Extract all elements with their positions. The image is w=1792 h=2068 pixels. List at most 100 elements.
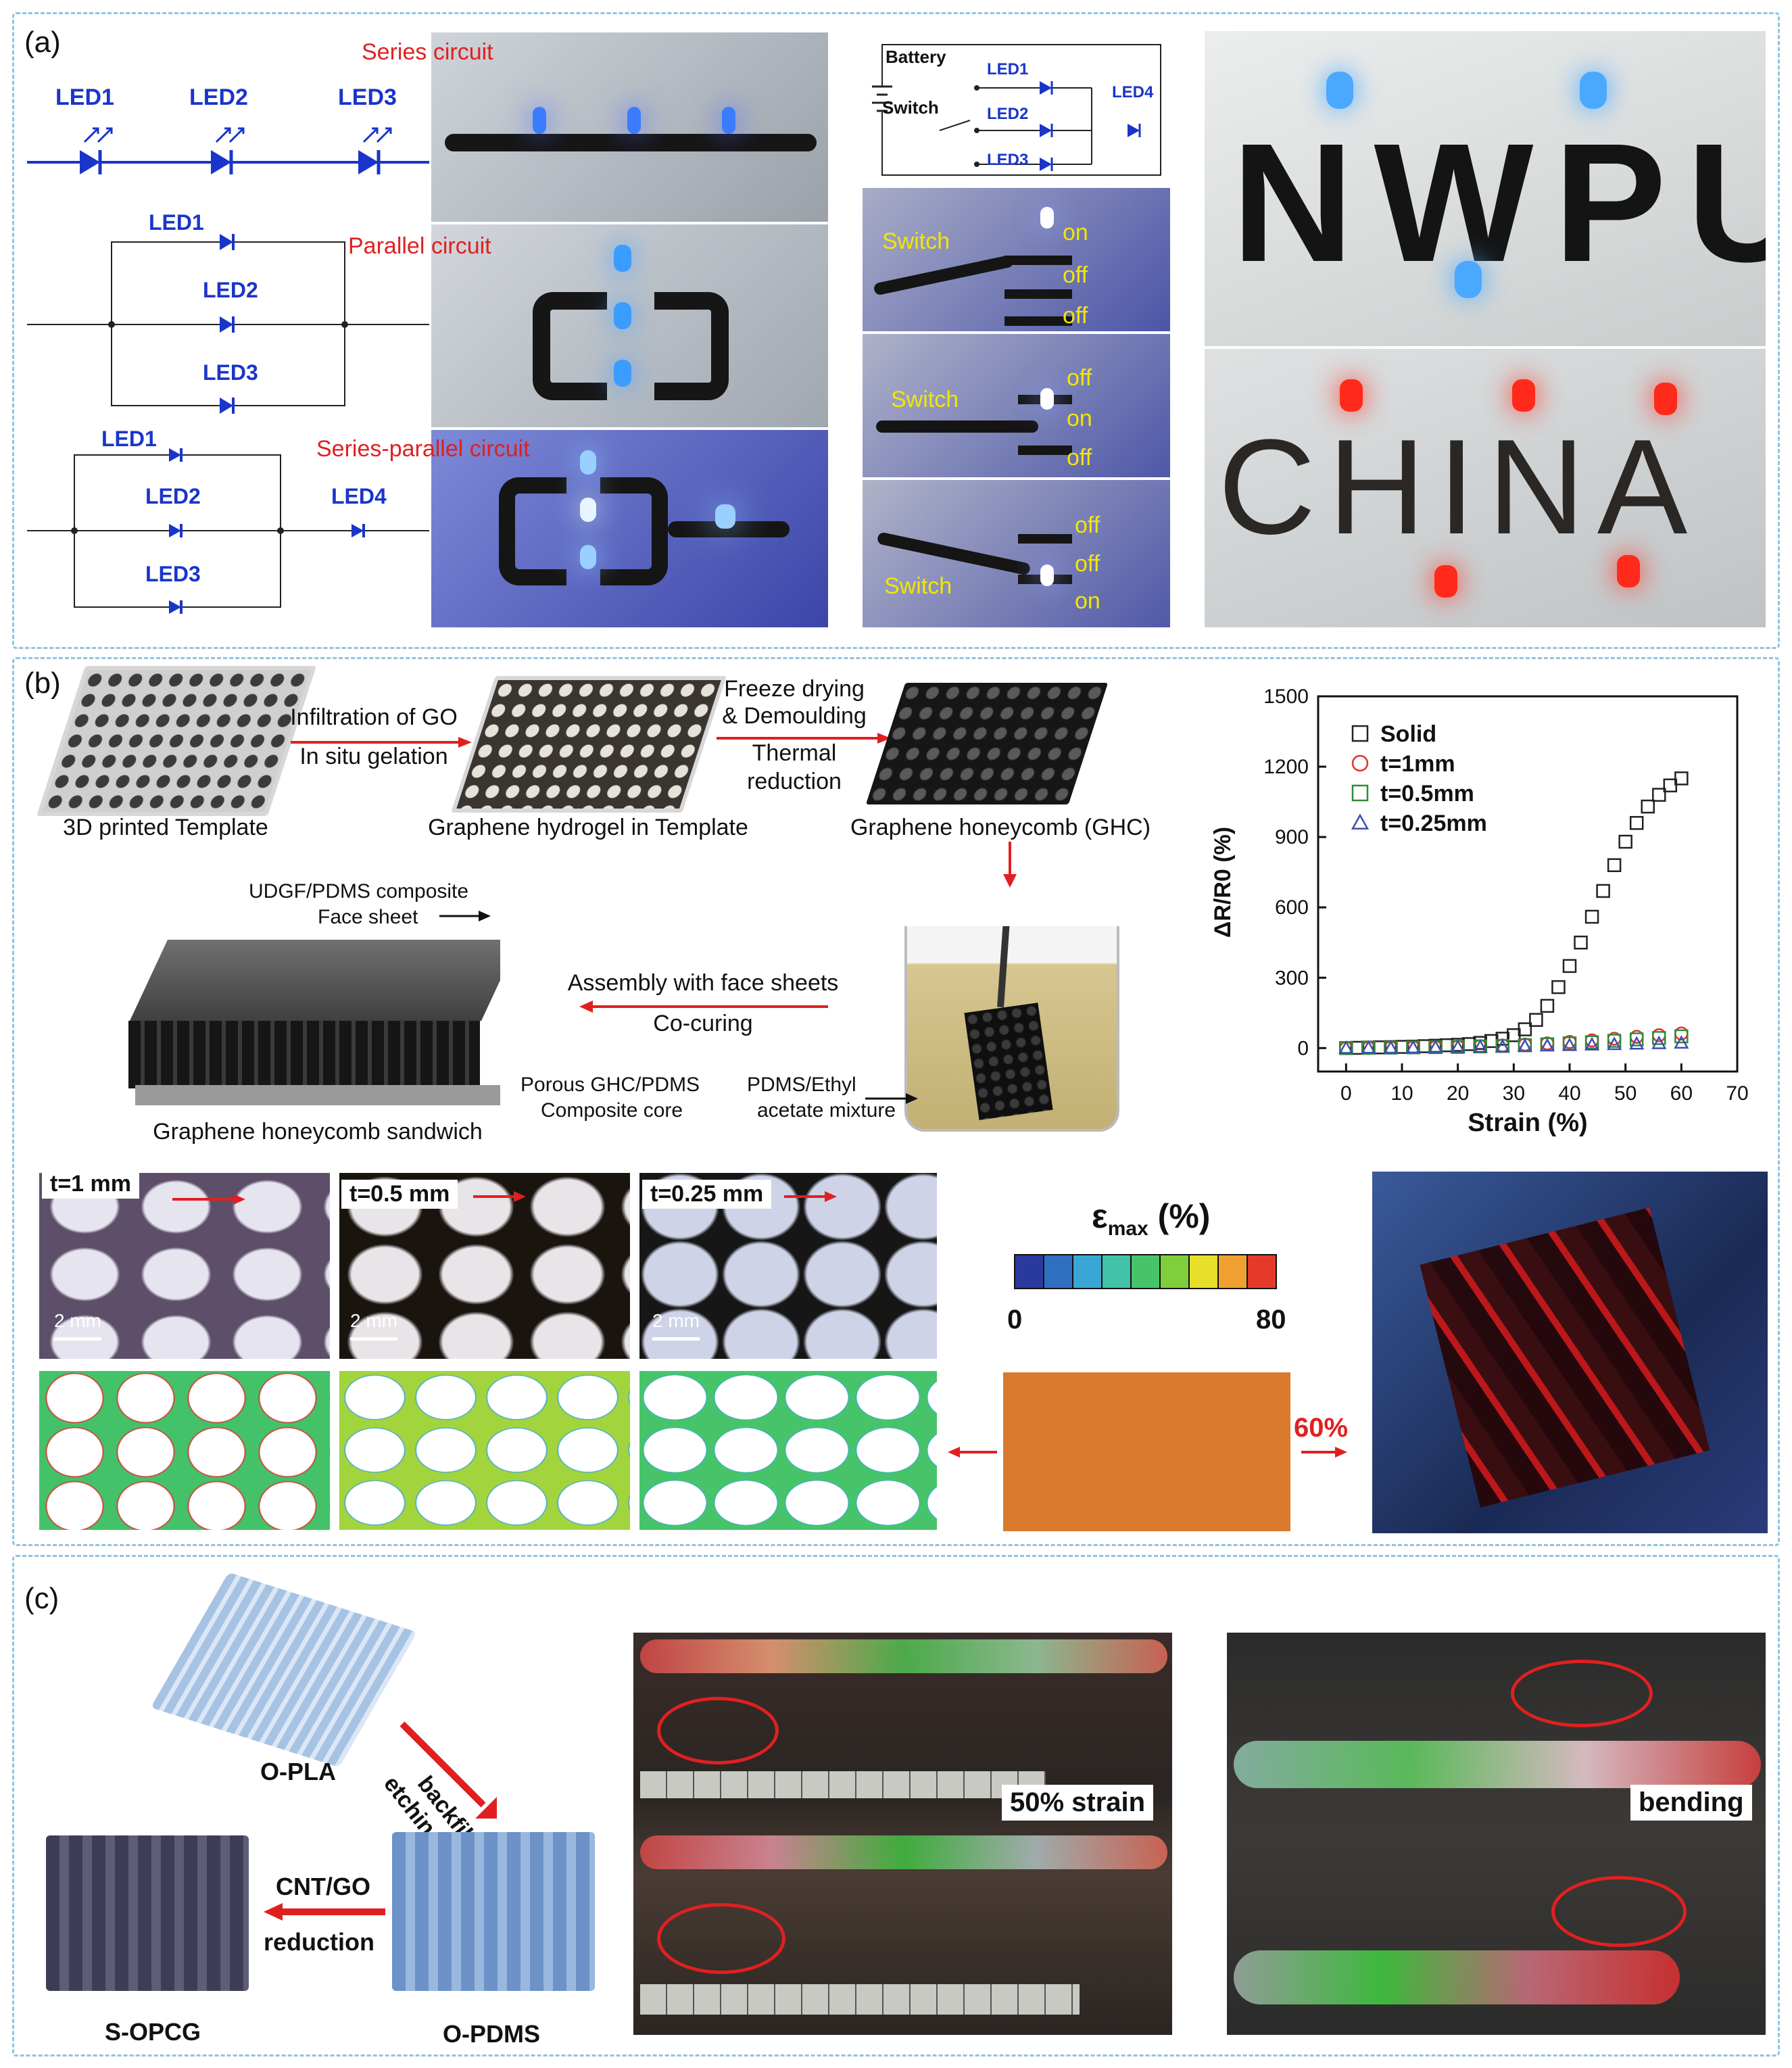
- china-letters: CHINA: [1218, 412, 1700, 562]
- data-point: [1629, 1032, 1644, 1047]
- colorbar-max: 80: [1256, 1305, 1286, 1334]
- data-point: [1652, 1028, 1666, 1042]
- legend-label: t=1mm: [1380, 751, 1455, 777]
- hydrogel-image: [451, 676, 727, 813]
- data-point: [1651, 1035, 1667, 1049]
- arrow-down-icon: [1003, 842, 1017, 888]
- panel-b: [12, 657, 1780, 1546]
- opdms-label: O-PDMS: [443, 2020, 540, 2048]
- switch-2-state-2: on: [1067, 406, 1092, 431]
- bending-test-photo: [1227, 1633, 1766, 2035]
- sopcg-label: S-OPCG: [105, 2018, 201, 2046]
- x-tick-label: 40: [1558, 1082, 1580, 1105]
- legend-label: t=0.5mm: [1380, 781, 1474, 807]
- data-point: [1450, 1039, 1466, 1053]
- data-point: [1517, 1038, 1532, 1052]
- series-led3: LED3: [338, 85, 397, 110]
- legend-marker: [1351, 784, 1369, 802]
- switch-label: Switch: [882, 97, 939, 118]
- data-point: [1663, 778, 1678, 793]
- opdms-image: [392, 1832, 595, 1991]
- cocuring-caption: Co-curing: [653, 1011, 753, 1036]
- y-tick-label: 600: [1275, 896, 1309, 919]
- series-led1: LED1: [55, 85, 114, 110]
- legend-label: t=0.25mm: [1380, 811, 1487, 836]
- mixture-label-1: PDMS/Ethyl: [747, 1074, 856, 1096]
- arrow-right-icon: [865, 1093, 918, 1104]
- x-tick-label: 30: [1503, 1082, 1525, 1105]
- colorbar-swatch: [1246, 1255, 1276, 1288]
- data-point: [1618, 834, 1632, 849]
- face-sheet-label-1: UDGF/PDMS composite: [249, 880, 469, 903]
- micro-t1: [39, 1173, 330, 1359]
- x-tick-label: 0: [1340, 1082, 1352, 1105]
- data-point: [1629, 1036, 1645, 1050]
- legend-marker: [1351, 754, 1369, 772]
- series-circuit-title: Series circuit: [362, 39, 493, 65]
- strained-sample: [1003, 1372, 1290, 1531]
- micro-t05-label: t=0.5 mm: [341, 1180, 458, 1209]
- series-photo: [431, 32, 828, 222]
- colorbar-swatch: [1043, 1255, 1072, 1288]
- panel-c: [12, 1555, 1780, 2057]
- y-axis-label: ΔR/R0 (%): [1210, 827, 1236, 938]
- switch-2-label: Switch: [891, 387, 959, 412]
- cntgo-label: CNT/GO: [276, 1873, 370, 1900]
- data-point: [1529, 1013, 1543, 1027]
- fem-t05: [339, 1371, 630, 1530]
- switch-1-state-3: off: [1063, 303, 1088, 329]
- legend-marker: [1351, 725, 1369, 742]
- series-parallel-circuit-title: Series-parallel circuit: [316, 436, 530, 462]
- data-point: [1472, 1039, 1488, 1053]
- data-point: [1383, 1040, 1399, 1054]
- parallel-led2: LED2: [203, 278, 258, 302]
- parallel-led1: LED1: [149, 210, 204, 235]
- data-point: [1361, 1040, 1376, 1054]
- switch-2-state-3: off: [1067, 445, 1092, 471]
- strain-50-label: 50% strain: [1002, 1785, 1154, 1821]
- battery-label: Battery: [886, 47, 946, 67]
- led-array-photo: [1372, 1172, 1768, 1533]
- china-photo: CHINA: [1205, 349, 1766, 627]
- colorbar-swatch: [1217, 1255, 1246, 1288]
- data-point: [1674, 1029, 1689, 1044]
- x-tick-label: 10: [1390, 1082, 1413, 1105]
- core-label-2: Composite core: [541, 1099, 683, 1122]
- step2-bot1: Thermal: [752, 740, 837, 766]
- step1-top: Infiltration of GO: [290, 704, 458, 730]
- switch-1-state-1: on: [1063, 220, 1088, 245]
- data-point: [1607, 858, 1622, 872]
- strain-test-photo: [633, 1633, 1172, 2035]
- colorbar-swatch: [1159, 1255, 1188, 1288]
- colorbar-swatch: [1188, 1255, 1217, 1288]
- y-tick-label: 1500: [1263, 686, 1309, 708]
- y-tick-label: 1200: [1263, 756, 1309, 778]
- data-point: [1584, 1035, 1599, 1049]
- data-point: [1338, 1040, 1354, 1054]
- switch-3-state-3: on: [1075, 588, 1100, 614]
- panel-c-label: (c): [24, 1582, 59, 1615]
- fem-t025: [639, 1371, 937, 1530]
- panel-b-label: (b): [24, 667, 61, 700]
- colorbar-title: εmax (%): [1092, 1197, 1210, 1241]
- data-point: [1417, 1039, 1432, 1053]
- colorbar-title-main: ε: [1092, 1197, 1108, 1235]
- data-point: [1629, 816, 1644, 830]
- colorbar-swatch: [1130, 1255, 1159, 1288]
- panel-a-label: (a): [24, 26, 61, 59]
- data-point: [1405, 1040, 1421, 1054]
- y-tick-label: 300: [1275, 967, 1309, 989]
- colorbar-min: 0: [1007, 1305, 1023, 1334]
- data-point: [1518, 1022, 1532, 1036]
- data-point: [1395, 1040, 1409, 1054]
- arrow-right-icon: [473, 1191, 526, 1202]
- data-point: [1652, 788, 1666, 802]
- micro-t025: [639, 1173, 937, 1359]
- switch-1-state-2: off: [1063, 262, 1088, 288]
- parallel-led3: LED3: [203, 360, 258, 385]
- template-image: [36, 666, 317, 816]
- bending-label: bending: [1630, 1785, 1752, 1821]
- reduction-label: reduction: [264, 1928, 375, 1956]
- arrow-icon: [291, 737, 472, 748]
